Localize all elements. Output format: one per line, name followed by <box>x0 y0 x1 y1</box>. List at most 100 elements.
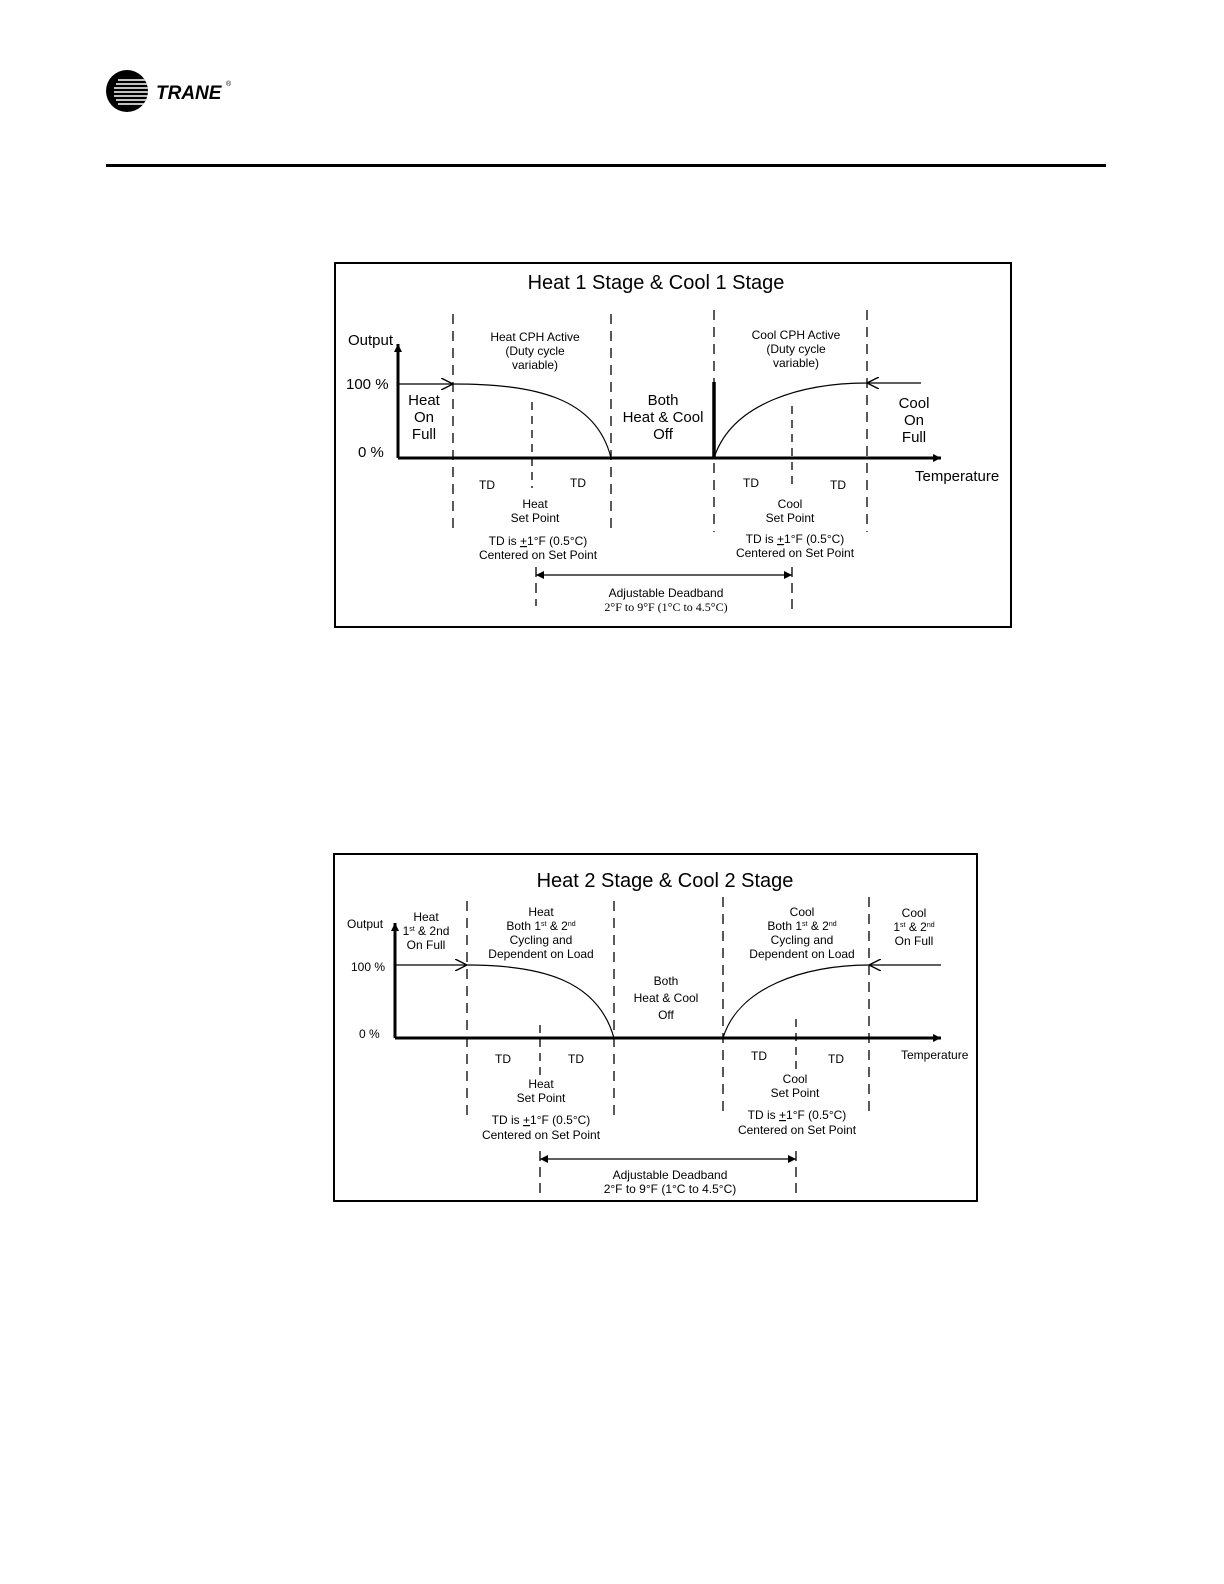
heat-full-label: Heat 1st & 2nd On Full <box>403 910 450 952</box>
svg-text:2°F to 9°F (1°C to 4.5°C): 2°F to 9°F (1°C to 4.5°C) <box>604 1182 737 1196</box>
svg-text:TD: TD <box>751 1049 767 1063</box>
svg-text:Cycling and: Cycling and <box>771 933 834 947</box>
svg-text:Both 1st & 2nd: Both 1st & 2nd <box>767 919 836 933</box>
deadband-label: Adjustable Deadband 2°F to 9°F (1°C to 4… <box>604 586 727 614</box>
svg-text:1st & 2nd: 1st & 2nd <box>403 924 450 938</box>
diagram-heat1-cool1: Heat 1 Stage & Cool 1 Stage Output 100 %… <box>334 262 1012 628</box>
svg-text:Heat & Cool: Heat & Cool <box>623 409 704 426</box>
cool-output-curve <box>713 382 868 459</box>
svg-text:TD: TD <box>830 478 846 492</box>
logo-wordmark: TRANE <box>156 83 223 104</box>
diagram-title: Heat 1 Stage & Cool 1 Stage <box>528 272 785 294</box>
y-tick-100: 100 % <box>351 960 385 974</box>
svg-text:(Duty cycle: (Duty cycle <box>505 344 565 358</box>
x-axis-label: Temperature <box>901 1048 969 1062</box>
cool-set-point-label: Cool Set Point <box>771 1072 820 1100</box>
heat-td-note: TD is +1°F (0.5°C) Centered on Set Point <box>479 534 598 562</box>
cool-td-note: TD is +1°F (0.5°C) Centered on Set Point <box>736 532 855 560</box>
set-point-lines <box>539 1019 797 1075</box>
cool-active-label: Cool CPH Active (Duty cycle variable) <box>752 328 841 370</box>
header-rule <box>106 164 1106 167</box>
svg-text:Cycling and: Cycling and <box>510 933 573 947</box>
both-off-label: Both Heat & Cool Off <box>634 974 699 1022</box>
svg-text:Cool: Cool <box>783 1072 808 1086</box>
svg-text:variable): variable) <box>512 358 558 372</box>
svg-text:2°F to 9°F (1°C to 4.5°C): 2°F to 9°F (1°C to 4.5°C) <box>604 600 727 614</box>
svg-text:TD: TD <box>743 476 759 490</box>
both-off-label: Both Heat & Cool Off <box>623 392 704 443</box>
svg-text:TD: TD <box>828 1052 844 1066</box>
svg-text:Cool CPH Active: Cool CPH Active <box>752 328 841 342</box>
svg-text:TD is +1°F (0.5°C): TD is +1°F (0.5°C) <box>492 1113 591 1127</box>
y-tick-0: 0 % <box>358 444 384 461</box>
svg-text:Off: Off <box>658 1008 674 1022</box>
svg-text:Heat: Heat <box>528 1077 554 1091</box>
svg-text:TD is +1°F (0.5°C): TD is +1°F (0.5°C) <box>748 1108 847 1122</box>
svg-text:Cool: Cool <box>790 905 815 919</box>
svg-text:Heat CPH Active: Heat CPH Active <box>490 330 580 344</box>
diagram-frame <box>333 853 978 1202</box>
svg-text:TD is +1°F (0.5°C): TD is +1°F (0.5°C) <box>746 532 845 546</box>
svg-text:TD: TD <box>568 1052 584 1066</box>
svg-text:Centered on Set Point: Centered on Set Point <box>736 546 855 560</box>
svg-text:Heat: Heat <box>528 905 554 919</box>
heat-active-label: Heat CPH Active (Duty cycle variable) <box>490 330 580 372</box>
diagram-frame <box>334 262 1012 628</box>
svg-text:variable): variable) <box>773 356 819 370</box>
td-labels: TD TD TD TD <box>495 1049 844 1066</box>
deadband-indicator <box>539 1151 797 1198</box>
logo-registered-mark: ® <box>226 80 232 88</box>
cool-td-note: TD is +1°F (0.5°C) Centered on Set Point <box>738 1108 857 1137</box>
heat-output-curve <box>466 964 615 1039</box>
svg-text:TD is +1°F (0.5°C): TD is +1°F (0.5°C) <box>489 534 588 548</box>
svg-text:On Full: On Full <box>895 934 934 948</box>
svg-text:Cool: Cool <box>778 497 803 511</box>
y-tick-100: 100 % <box>346 376 389 393</box>
set-point-lines <box>531 402 793 488</box>
deadband-label: Adjustable Deadband 2°F to 9°F (1°C to 4… <box>604 1168 737 1196</box>
svg-text:Adjustable Deadband: Adjustable Deadband <box>609 586 724 600</box>
svg-text:TD: TD <box>570 476 586 490</box>
svg-text:Heat & Cool: Heat & Cool <box>634 991 699 1005</box>
svg-text:Adjustable Deadband: Adjustable Deadband <box>613 1168 728 1182</box>
logo-globe-icon <box>106 70 148 112</box>
svg-text:TD: TD <box>495 1052 511 1066</box>
diagram-heat2-cool2: Heat 2 Stage & Cool 2 Stage Output 100 %… <box>333 853 978 1202</box>
svg-text:Cool: Cool <box>899 395 930 412</box>
cool-active-label: Cool Both 1st & 2nd Cycling and Dependen… <box>749 905 854 961</box>
svg-text:Both 1st & 2nd: Both 1st & 2nd <box>506 919 575 933</box>
cool-set-point-label: Cool Set Point <box>766 497 815 525</box>
trane-logo: TRANE ® <box>106 70 232 112</box>
heat-td-note: TD is +1°F (0.5°C) Centered on Set Point <box>482 1113 601 1142</box>
zone-boundary-lines <box>466 897 870 1115</box>
y-tick-0: 0 % <box>359 1027 380 1041</box>
heat-set-point-label: Heat Set Point <box>517 1077 566 1105</box>
svg-text:On: On <box>414 409 434 426</box>
svg-text:On Full: On Full <box>407 938 446 952</box>
y-axis-label: Output <box>347 917 384 931</box>
svg-text:Centered on Set Point: Centered on Set Point <box>482 1128 601 1142</box>
svg-text:Dependent on Load: Dependent on Load <box>749 947 854 961</box>
svg-text:Cool: Cool <box>902 906 927 920</box>
svg-text:TD: TD <box>479 478 495 492</box>
x-axis-label: Temperature <box>915 468 999 485</box>
svg-text:Set Point: Set Point <box>771 1086 820 1100</box>
svg-text:Full: Full <box>902 429 926 446</box>
svg-text:Both: Both <box>654 974 679 988</box>
cool-full-label: Cool On Full <box>899 395 930 446</box>
td-labels: TD TD TD TD <box>479 476 846 492</box>
svg-text:Set Point: Set Point <box>511 511 560 525</box>
svg-text:Heat: Heat <box>522 497 548 511</box>
svg-text:Centered on Set Point: Centered on Set Point <box>738 1123 857 1137</box>
heat-output-curve <box>452 383 612 459</box>
svg-text:Set Point: Set Point <box>517 1091 566 1105</box>
svg-text:Full: Full <box>412 426 436 443</box>
svg-text:(Duty cycle: (Duty cycle <box>766 342 826 356</box>
cool-full-label: Cool 1st & 2nd On Full <box>893 906 934 948</box>
svg-text:1st & 2nd: 1st & 2nd <box>893 920 934 934</box>
heat-active-label: Heat Both 1st & 2nd Cycling and Dependen… <box>488 905 593 961</box>
svg-text:Heat: Heat <box>413 910 439 924</box>
svg-text:Centered on Set Point: Centered on Set Point <box>479 548 598 562</box>
y-axis-label: Output <box>348 332 394 349</box>
svg-text:Both: Both <box>648 392 679 409</box>
